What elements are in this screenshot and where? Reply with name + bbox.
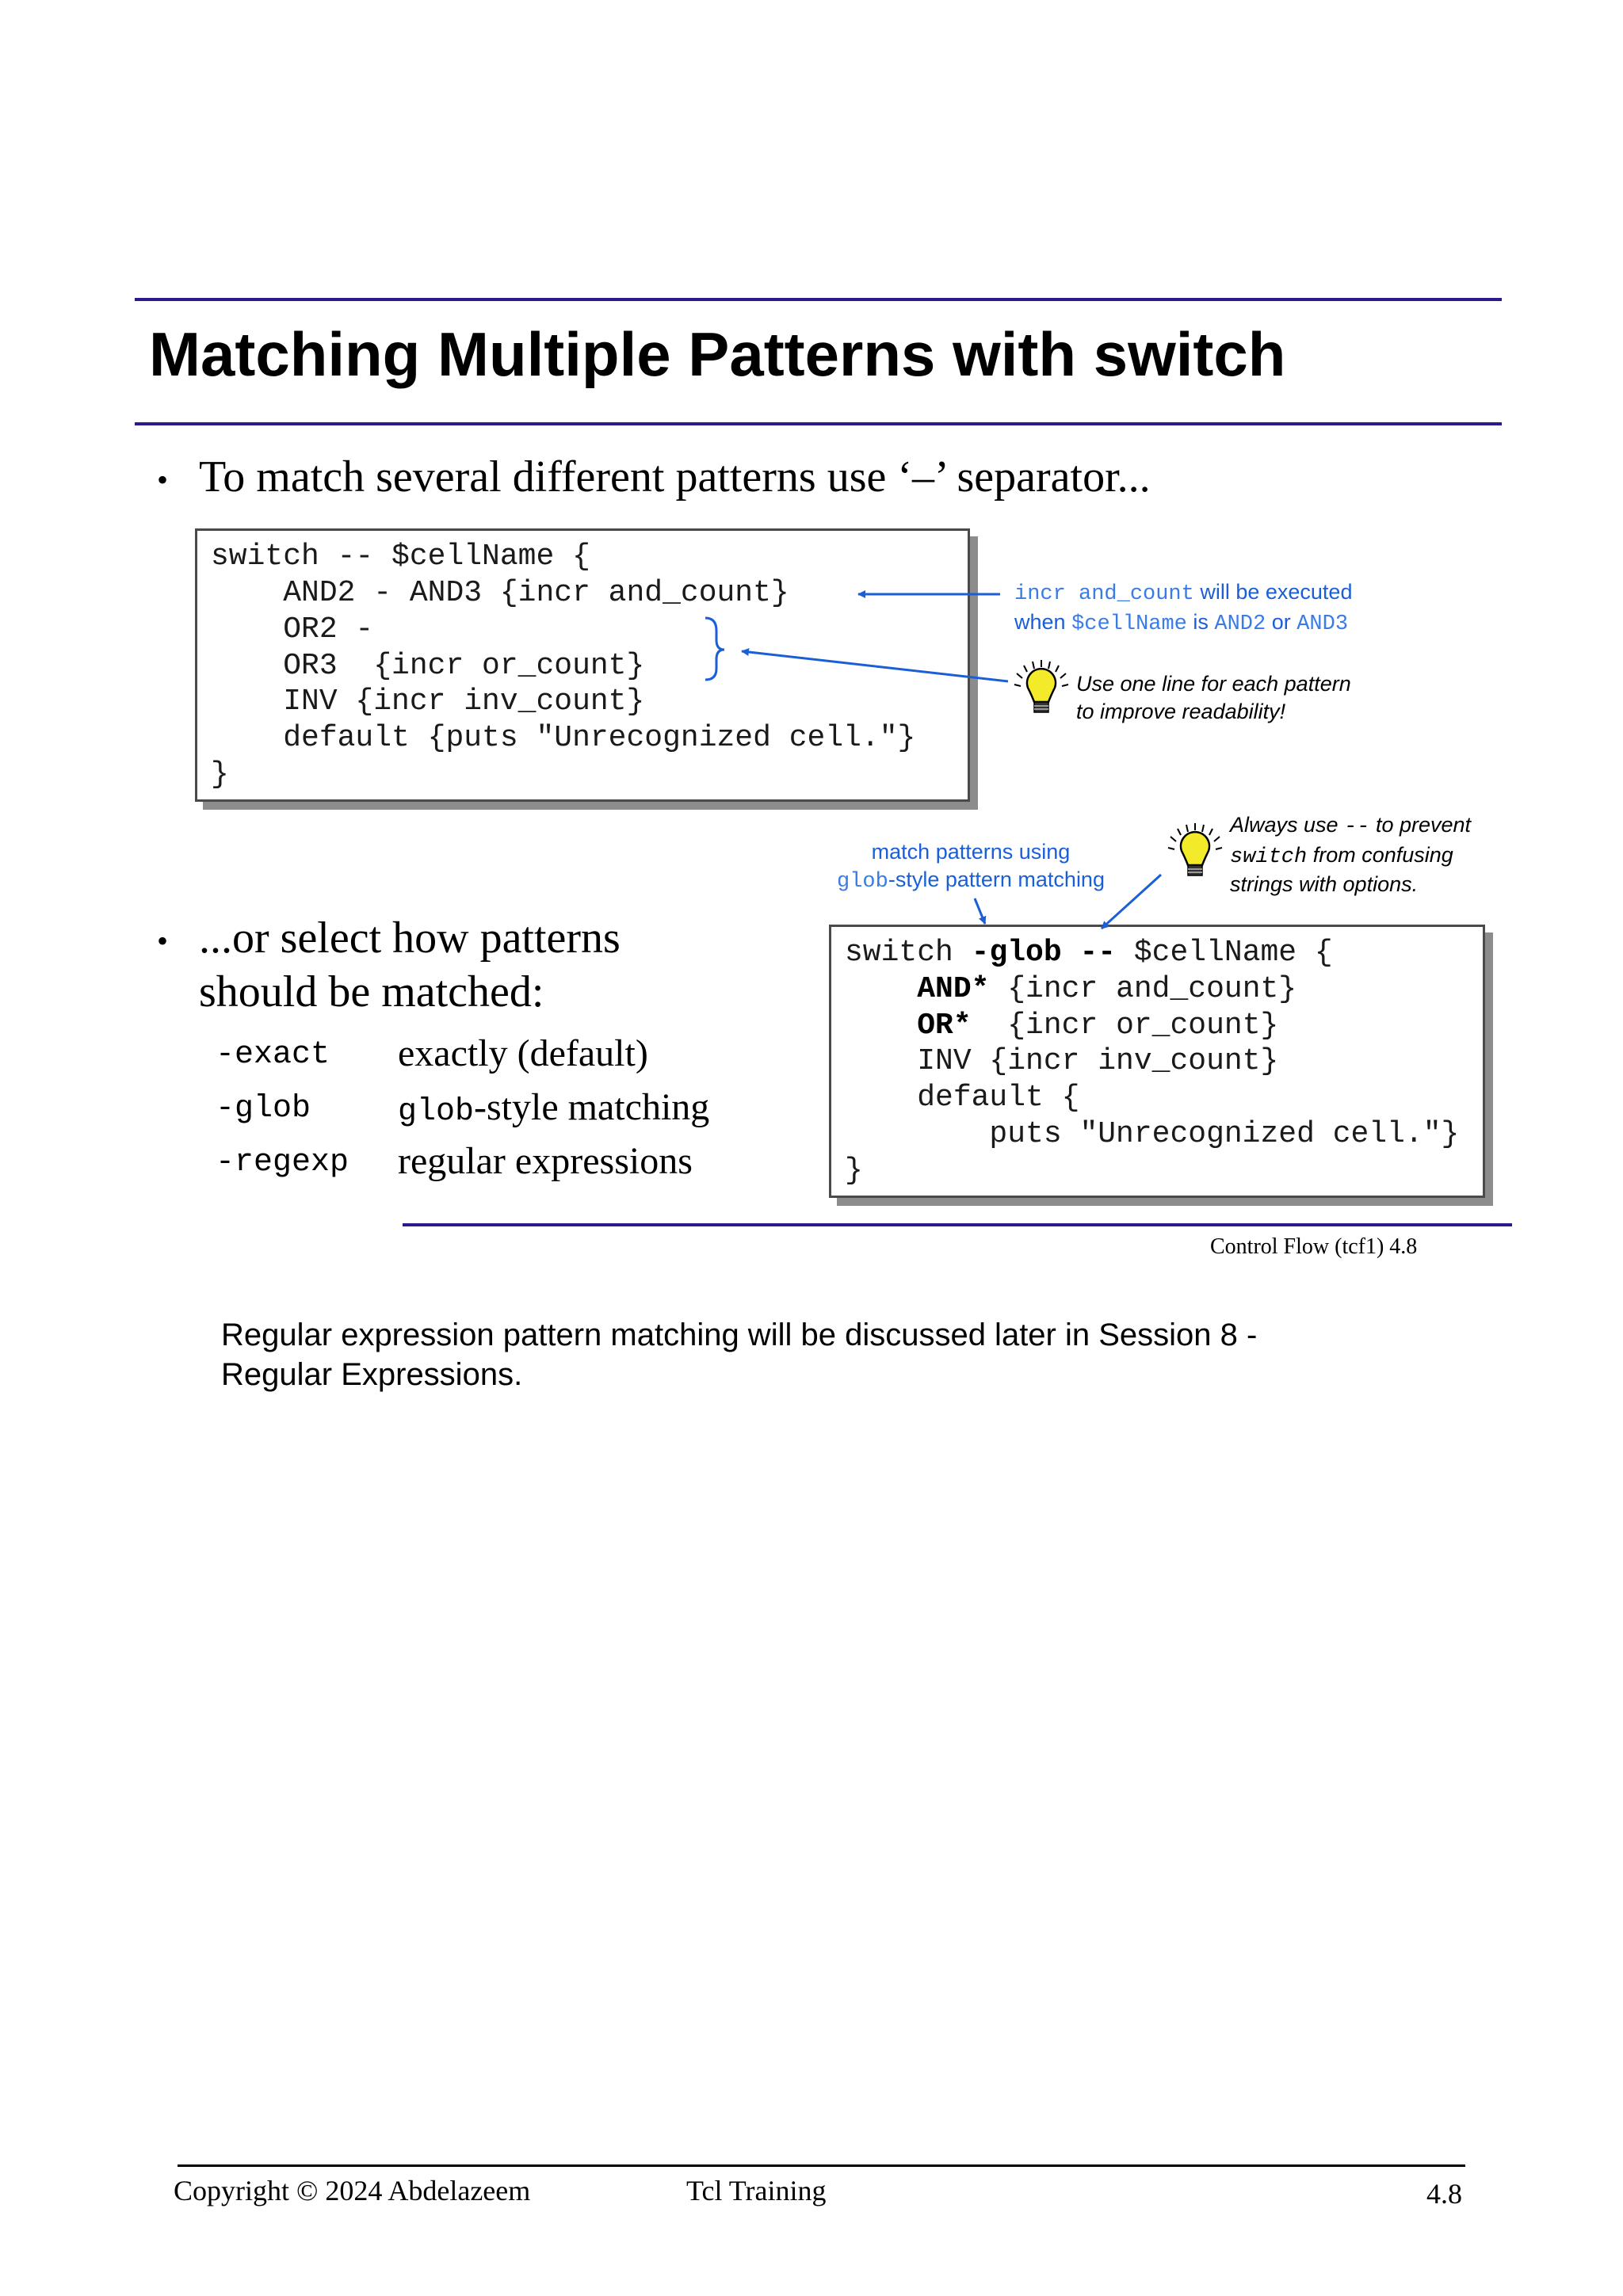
code-block-glob [829, 925, 1485, 1198]
page-number: 4.8 [1426, 2178, 1462, 2210]
option-desc: glob-style matching [398, 1086, 710, 1130]
option-desc: regular expressions [398, 1140, 693, 1182]
page-footer-rule [178, 2164, 1465, 2167]
lightbulb-icon [1167, 823, 1223, 876]
slide-footer-label: Control Flow (tcf1) 4.8 [1210, 1234, 1418, 1259]
arrow [973, 898, 987, 925]
bullet-dot: • [157, 923, 169, 959]
option-desc: exactly (default) [398, 1032, 648, 1074]
tip-double-dash: Always use -- to prevent switch from con… [1230, 813, 1472, 897]
code-line: INV {incr inv_count} [211, 685, 645, 719]
bullet-dot: • [157, 462, 169, 498]
bullet-text: ...or select how patterns [199, 913, 621, 963]
brace [705, 616, 725, 681]
slide-title: Matching Multiple Patterns with switch [149, 319, 1286, 389]
arrow [1100, 873, 1163, 930]
annotation-glob: match patterns using glob-style pattern … [837, 840, 1105, 894]
title-top-rule [135, 298, 1502, 301]
code-line: default {puts "Unrecognized cell."} [211, 721, 916, 755]
annotation-incr-and-count: incr and_count will be executed when $ce… [1014, 580, 1353, 636]
bullet-text: To match several different patterns use … [199, 452, 1151, 502]
course-name: Tcl Training [686, 2175, 827, 2206]
tip-readability: Use one line for each pattern to improve… [1076, 672, 1351, 723]
arrow [741, 648, 1009, 683]
code-line: AND* {incr and_count} [917, 972, 1297, 1006]
code-line: OR3 {incr or_count} [211, 649, 645, 683]
option-flag: -exact [216, 1037, 330, 1073]
title-bottom-rule [135, 422, 1502, 425]
option-flag: -regexp [216, 1145, 349, 1180]
option-flag: -glob [216, 1091, 311, 1127]
bullet-text: should be matched: [199, 967, 544, 1016]
code-line: INV {incr inv_count} [845, 1044, 1279, 1078]
lightbulb-icon [1014, 660, 1069, 713]
code-line: puts "Unrecognized cell."} [845, 1117, 1460, 1151]
code-line: } [845, 1154, 863, 1188]
code-line: AND2 - AND3 {incr and_count} [211, 576, 789, 610]
code-line: } [211, 757, 229, 791]
speaker-notes: Regular expression pattern matching will… [221, 1318, 1258, 1392]
code-line: OR2 - [211, 612, 374, 646]
code-line: OR* {incr or_count} [917, 1009, 1279, 1043]
copyright: Copyright © 2024 Abdelazeem [174, 2175, 531, 2206]
code-line: switch -glob -- $cellName { [845, 936, 1333, 970]
slide-footer-rule [403, 1223, 1512, 1226]
code-line: switch -- $cellName { [211, 540, 590, 574]
code-block [195, 528, 970, 802]
code-line: default { [845, 1081, 1080, 1115]
